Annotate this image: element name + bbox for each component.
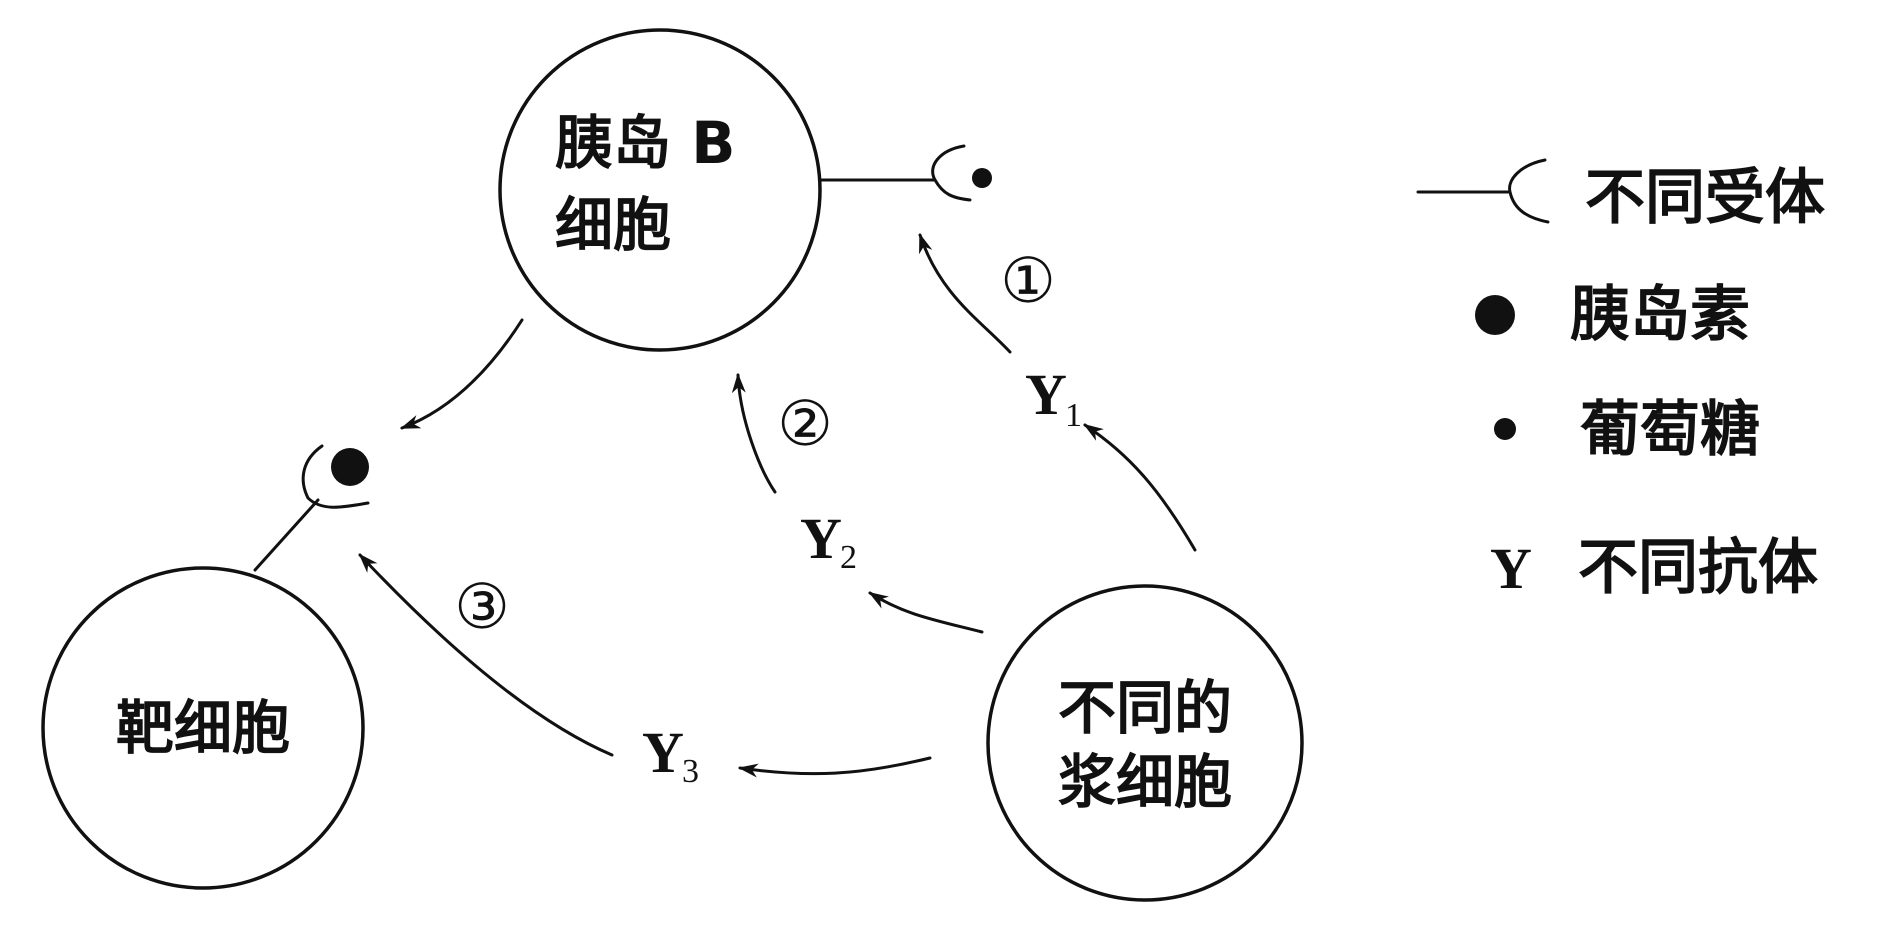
- target-cell: 靶细胞: [41, 566, 365, 890]
- legend-antibody-label: 不同抗体: [1578, 533, 1818, 603]
- antibody-y1-letter: Y: [1025, 362, 1067, 427]
- target-cell-label: 靶细胞: [116, 694, 290, 762]
- legend-glucose: 葡萄糖: [1494, 395, 1760, 465]
- legend-glucose-label: 葡萄糖: [1580, 395, 1760, 465]
- legend-receptor-cup-icon: [1508, 158, 1550, 224]
- receptor-cup-icon: [931, 144, 972, 202]
- glucose-icon: [972, 168, 992, 188]
- beta-cell-label-line2: 细胞: [555, 191, 671, 259]
- insulin-icon: [331, 448, 369, 486]
- pathway-number-2: ②: [777, 387, 833, 460]
- antibody-y3-letter: Y: [642, 720, 684, 785]
- antibody-y3: Y 3: [642, 720, 699, 790]
- antibody-y1-subscript: 1: [1065, 397, 1082, 434]
- antibody-y2-letter: Y: [800, 506, 842, 571]
- antibody-y2-subscript: 2: [840, 539, 857, 576]
- legend: 不同受体 胰岛素 葡萄糖 Y 不同抗体: [1416, 158, 1825, 603]
- legend-antibody: Y 不同抗体: [1490, 533, 1818, 603]
- arrow-3-to-receptor: [358, 553, 614, 757]
- legend-insulin-label: 胰岛素: [1570, 280, 1750, 350]
- pathway-number-3: ③: [454, 570, 510, 643]
- arrow-beta-to-target: [400, 318, 524, 430]
- legend-receptor-label: 不同受体: [1585, 163, 1825, 233]
- arrow-plasma-to-y1: [1083, 423, 1197, 552]
- pathway-number-1: ①: [1000, 244, 1056, 317]
- arrow-plasma-to-y3: [738, 756, 932, 778]
- beta-cell-glucose-receptor: [818, 144, 992, 202]
- plasma-cells-circle: [986, 584, 1304, 902]
- arrow-1-to-receptor: [918, 233, 1012, 354]
- legend-insulin: 胰岛素: [1475, 280, 1750, 350]
- antibody-y1: Y 1: [1025, 362, 1082, 434]
- beta-cell: 胰岛 B 细胞: [498, 28, 822, 352]
- receptor-stalk: [253, 498, 320, 572]
- legend-receptor: 不同受体: [1416, 158, 1825, 233]
- legend-glucose-icon: [1494, 418, 1516, 440]
- arrow-2-to-beta: [731, 373, 777, 494]
- plasma-cells-label-line1: 不同的: [1058, 674, 1232, 742]
- legend-insulin-icon: [1475, 295, 1515, 335]
- beta-cell-label-line1: 胰岛 B: [555, 109, 735, 177]
- plasma-cells-label-line2: 浆细胞: [1058, 748, 1232, 816]
- target-cell-insulin-receptor: [253, 444, 370, 572]
- arrow-plasma-to-y2: [868, 591, 984, 634]
- receptor-cup-icon: [301, 444, 370, 509]
- antibody-y3-subscript: 3: [682, 753, 699, 790]
- plasma-cells: 不同的 浆细胞: [986, 584, 1304, 902]
- antibody-y2: Y 2: [800, 506, 857, 576]
- legend-antibody-symbol: Y: [1490, 536, 1532, 601]
- beta-cell-circle: [498, 28, 822, 352]
- target-cell-circle: [41, 566, 365, 890]
